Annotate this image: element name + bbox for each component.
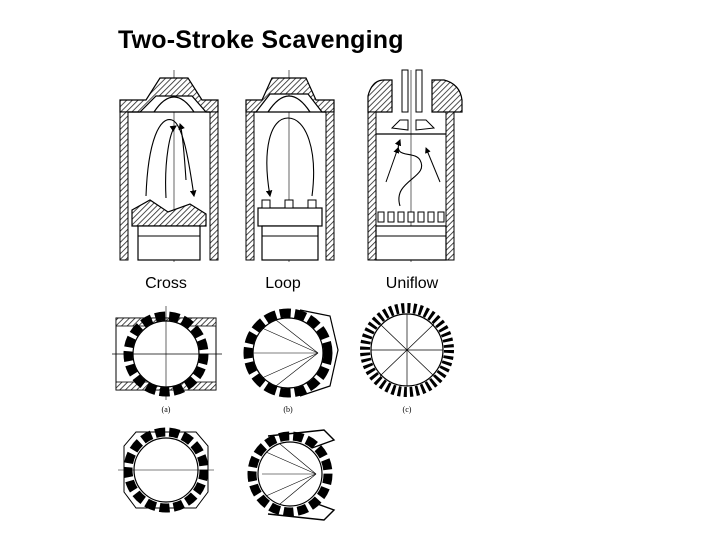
cross-cylinder-diagram bbox=[119, 70, 219, 262]
loop-section-b: (b) bbox=[243, 308, 339, 414]
subfigure-mark-a: (a) bbox=[162, 405, 171, 414]
uniflow-section-c: (c) bbox=[360, 303, 454, 414]
cross-section-lower bbox=[118, 427, 214, 513]
loop-label: Loop bbox=[265, 275, 301, 292]
cross-label: Cross bbox=[145, 275, 187, 292]
uniflow-cylinder-diagram bbox=[367, 69, 463, 262]
uniflow-label: Uniflow bbox=[385, 275, 439, 292]
slide-title: Two-Stroke Scavenging bbox=[118, 26, 404, 54]
subfigure-mark-c: (c) bbox=[403, 405, 412, 414]
cross-section-a: (a) bbox=[112, 306, 222, 414]
loop-section-lower bbox=[247, 429, 336, 521]
subfigure-mark-b: (b) bbox=[283, 405, 293, 414]
loop-cylinder-diagram bbox=[245, 70, 335, 262]
